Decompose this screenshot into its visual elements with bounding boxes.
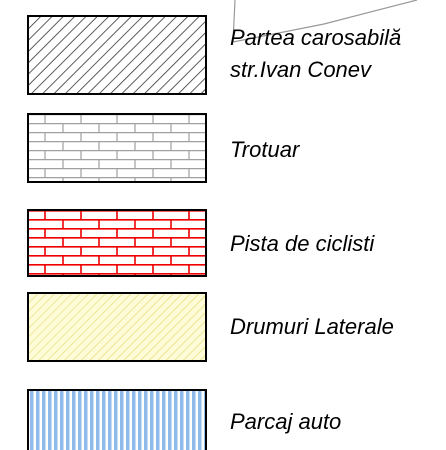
label-road-line1: Partea carosabilă [230, 25, 402, 50]
swatch-road [27, 15, 207, 95]
swatch-lateral-roads [27, 292, 207, 362]
swatch-bike-lane [27, 209, 207, 277]
swatch-parking [27, 389, 207, 450]
label-bike-lane: Pista de ciclisti [230, 231, 375, 256]
label-parking: Parcaj auto [230, 409, 342, 434]
swatch-sidewalk [27, 113, 207, 183]
callout-leader-line [232, 0, 418, 43]
label-sidewalk: Trotuar [230, 137, 300, 162]
label-road-line2: str.Ivan Conev [230, 57, 372, 82]
label-lateral-roads: Drumuri Laterale [230, 314, 394, 339]
